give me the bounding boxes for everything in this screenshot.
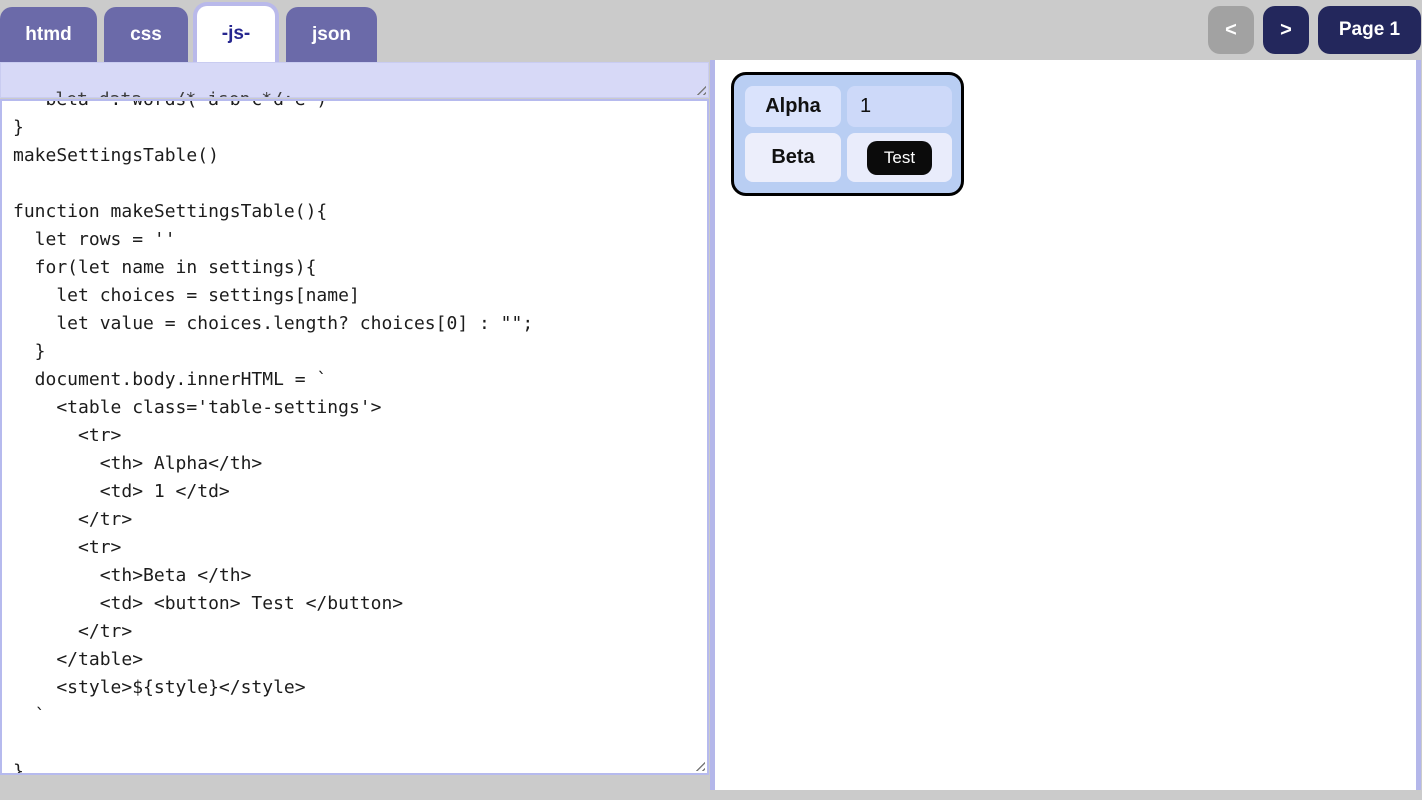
table-cell-beta-value: Test	[847, 133, 952, 182]
next-page-button[interactable]: >	[1263, 6, 1309, 54]
page-indicator-button[interactable]: Page 1	[1318, 6, 1421, 54]
table-cell-alpha-value: 1	[847, 86, 952, 127]
prev-page-button[interactable]: <	[1208, 6, 1254, 54]
pager: < > Page 1	[1208, 6, 1421, 54]
test-button[interactable]: Test	[866, 140, 933, 175]
resize-grip-icon[interactable]	[694, 83, 706, 95]
editor-column: let data = /* json */; 'beta' : words('a…	[0, 62, 709, 775]
js-code-text: 'beta' : words('a b c d e') } makeSettin…	[13, 99, 534, 775]
tab-json[interactable]: json	[286, 7, 377, 62]
table-header-beta: Beta	[745, 133, 841, 182]
data-line-input[interactable]: let data = /* json */;	[0, 62, 709, 98]
tab-css[interactable]: css	[104, 7, 188, 62]
tab-htmd[interactable]: htmd	[0, 7, 97, 62]
settings-table: Alpha 1 Beta Test	[731, 72, 964, 196]
data-line-text: let data = /* json */;	[55, 89, 293, 97]
tab-bar: htmd css -js- json	[0, 0, 1422, 62]
tab-js[interactable]: -js-	[193, 2, 279, 62]
preview-panel: Alpha 1 Beta Test	[710, 60, 1421, 790]
js-code-editor[interactable]: 'beta' : words('a b c d e') } makeSettin…	[0, 99, 709, 775]
table-header-alpha: Alpha	[745, 86, 841, 127]
